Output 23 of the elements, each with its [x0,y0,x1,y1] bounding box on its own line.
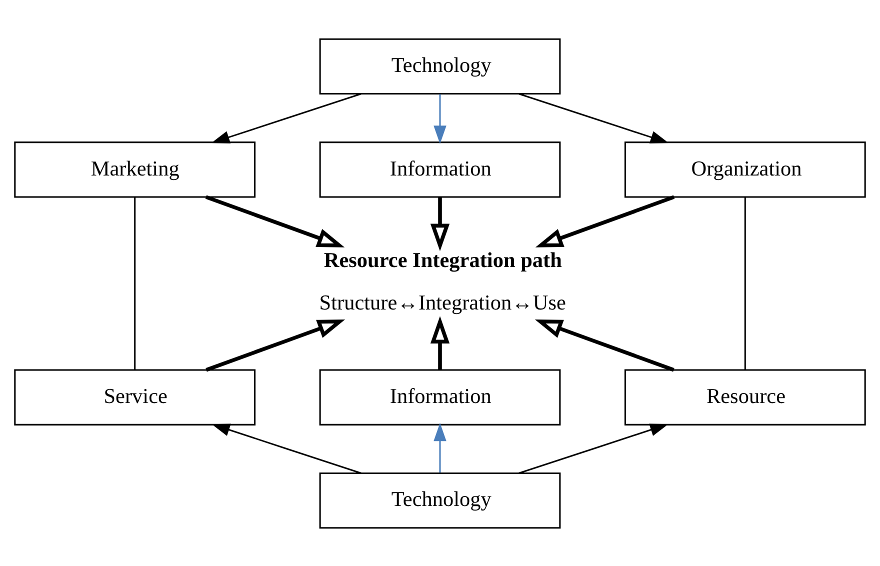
arrow [211,92,362,143]
connector [744,196,746,370]
node-box: Resource [624,368,866,425]
arrow [430,316,450,370]
arrow [206,319,346,372]
node-box: Organization [624,141,866,198]
arrow [430,196,450,251]
node-box: Technology [319,38,561,94]
node-box: Information [319,368,561,425]
arrow [518,423,668,474]
node-box: Technology [319,472,561,528]
node-box: Information [319,141,561,198]
arrow [535,194,675,247]
arrow [205,194,345,247]
arrow [518,92,669,143]
arrow [534,319,674,372]
node-box: Marketing [14,141,256,198]
node-text: Resource Integration path Structure↔Integration↔Use [319,248,566,314]
arrow [434,94,446,144]
arrow [434,422,446,472]
arrow [212,423,362,474]
node-box: Service [14,368,256,425]
connector [134,196,136,370]
